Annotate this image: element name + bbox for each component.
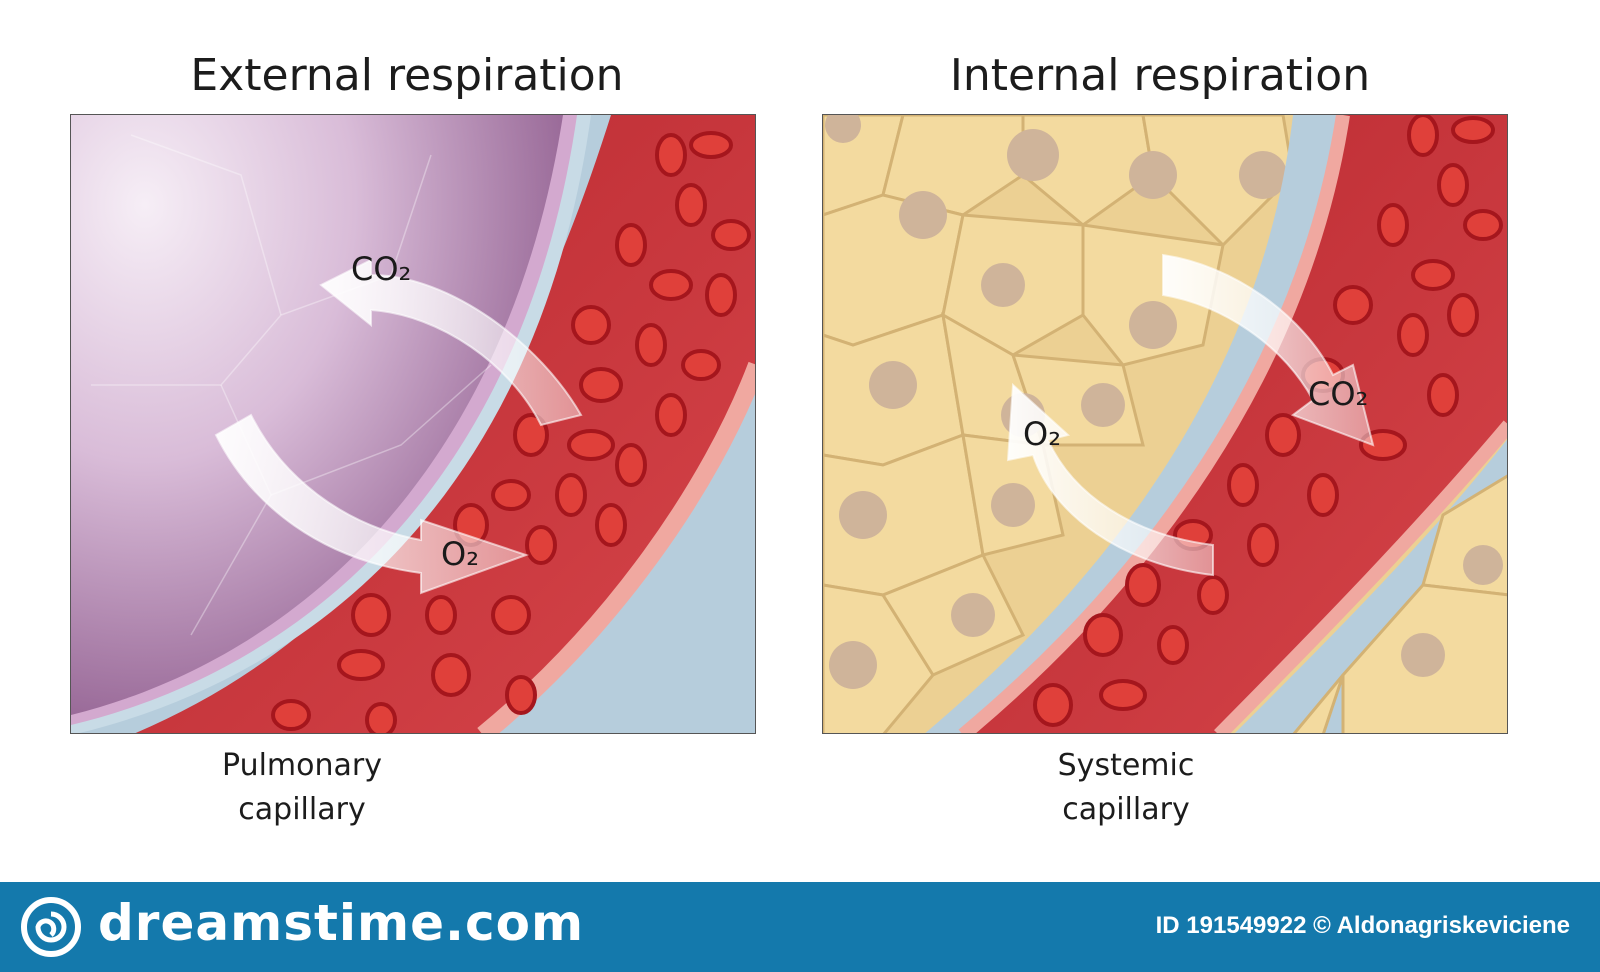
o2-arrow [214, 413, 530, 595]
o2-label-external: O₂ [441, 535, 479, 573]
pulmonary-capillary-caption: Pulmonary capillary [172, 744, 432, 832]
spiral-logo-icon [21, 897, 81, 957]
red-blood-cells [271, 131, 751, 733]
interstitial-fluid [925, 115, 1343, 733]
caption-line-2: capillary [1062, 792, 1190, 827]
capillary-wall-upper [958, 115, 1350, 733]
external-respiration-illustration: CO₂ O₂ [71, 115, 755, 733]
cell-nuclei [825, 115, 1287, 689]
co2-arrow [1162, 253, 1375, 447]
image-credit: ID 191549922 © Aldonagriskeviciene [1155, 912, 1570, 939]
o2-label-internal: O₂ [1023, 415, 1061, 453]
external-respiration-panel: CO₂ O₂ [70, 114, 756, 734]
caption-line-1: Systemic [1057, 748, 1195, 783]
footer-bar: dreamstime.com ID 191549922 © Aldonagris… [0, 882, 1600, 972]
capillary-wall-lower [1214, 420, 1507, 733]
systemic-capillary-caption: Systemic capillary [996, 744, 1256, 832]
co2-label-external: CO₂ [351, 250, 411, 288]
external-respiration-title: External respiration [190, 50, 624, 101]
pulmonary-capillary [135, 115, 755, 733]
brand-name[interactable]: dreamstime.com [98, 894, 585, 952]
caption-line-1: Pulmonary [222, 748, 382, 783]
alveolus [71, 115, 563, 715]
internal-respiration-illustration: CO₂ O₂ [823, 115, 1507, 733]
co2-label-internal: CO₂ [1308, 375, 1368, 413]
o2-arrow [1006, 382, 1214, 577]
co2-arrow [319, 258, 583, 427]
internal-respiration-panel: CO₂ O₂ [822, 114, 1508, 734]
caption-line-2: capillary [238, 792, 366, 827]
internal-respiration-title: Internal respiration [949, 50, 1371, 101]
